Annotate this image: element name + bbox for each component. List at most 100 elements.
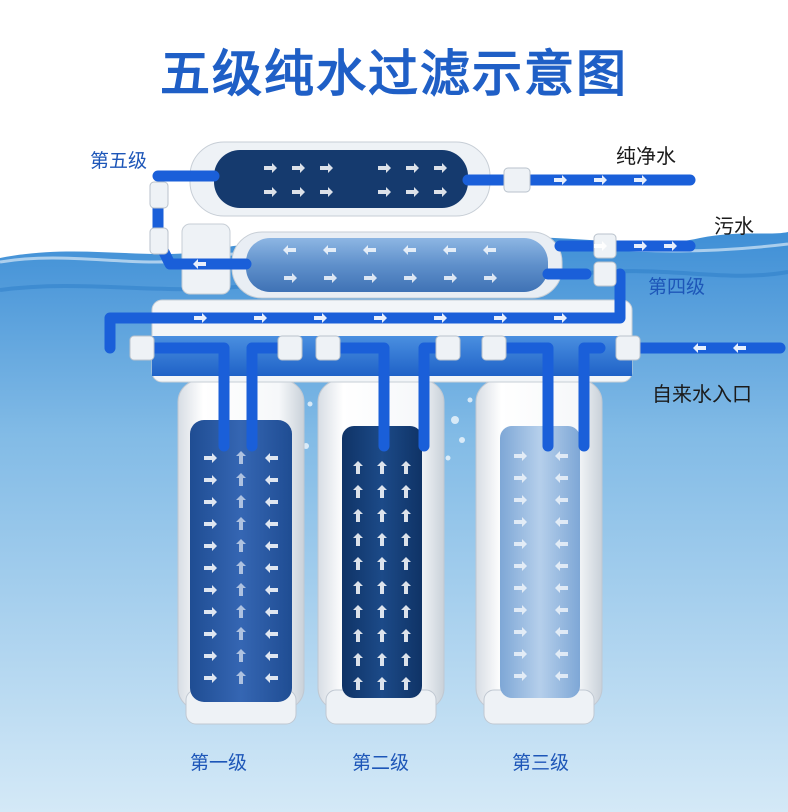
page-title: 五级纯水过滤示意图 [160, 45, 628, 103]
right-arrow-icon [378, 187, 391, 197]
right-arrow-icon [634, 241, 647, 251]
up-arrow-icon [236, 583, 246, 596]
right-arrow-icon [404, 273, 417, 283]
left-arrow-icon [193, 259, 206, 269]
up-arrow-icon [353, 485, 363, 498]
up-arrow-icon [377, 533, 387, 546]
up-arrow-icon [353, 629, 363, 642]
left-arrow-icon [363, 245, 376, 255]
up-arrow-icon [353, 605, 363, 618]
up-arrow-icon [377, 677, 387, 690]
right-arrow-icon [514, 583, 527, 593]
right-arrow-icon [204, 651, 217, 661]
label-stage2: 第二级 [352, 752, 410, 774]
stage3-filter [500, 426, 580, 698]
up-arrow-icon [353, 653, 363, 666]
right-arrow-icon [204, 607, 217, 617]
right-arrow-icon [514, 539, 527, 549]
label-stage3: 第三级 [512, 752, 570, 774]
left-arrow-icon [555, 583, 568, 593]
up-arrow-icon [353, 533, 363, 546]
left-arrow-icon [265, 607, 278, 617]
label-pure-water: 纯净水 [616, 144, 676, 168]
up-arrow-icon [401, 677, 411, 690]
right-arrow-icon [554, 175, 567, 185]
left-arrow-icon [555, 671, 568, 681]
left-arrow-icon [555, 517, 568, 527]
left-arrow-icon [555, 495, 568, 505]
right-arrow-icon [434, 313, 447, 323]
right-arrow-icon [594, 175, 607, 185]
up-arrow-icon [236, 561, 246, 574]
label-stage5: 第五级 [90, 150, 148, 172]
up-arrow-icon [377, 557, 387, 570]
up-arrow-icon [377, 653, 387, 666]
right-arrow-icon [204, 563, 217, 573]
up-arrow-icon [353, 557, 363, 570]
right-arrow-icon [514, 649, 527, 659]
left-arrow-icon [483, 245, 496, 255]
right-arrow-icon [284, 273, 297, 283]
right-arrow-icon [514, 517, 527, 527]
stage5-filter [214, 150, 468, 208]
left-arrow-icon [403, 245, 416, 255]
right-arrow-icon [254, 313, 267, 323]
stage4-membrane-housing [181, 223, 563, 299]
up-arrow-icon [401, 557, 411, 570]
left-arrow-icon [265, 651, 278, 661]
left-arrow-icon [265, 585, 278, 595]
left-arrow-icon [265, 475, 278, 485]
up-arrow-icon [353, 677, 363, 690]
right-arrow-icon [292, 187, 305, 197]
up-arrow-icon [236, 627, 246, 640]
right-arrow-icon [264, 187, 277, 197]
right-arrow-icon [264, 163, 277, 173]
left-arrow-icon [265, 629, 278, 639]
up-arrow-icon [401, 533, 411, 546]
label-stage1: 第一级 [190, 752, 248, 774]
label-stage4: 第四级 [648, 276, 706, 298]
right-arrow-icon [204, 585, 217, 595]
up-arrow-icon [236, 451, 246, 464]
left-arrow-icon [555, 473, 568, 483]
left-arrow-icon [265, 497, 278, 507]
right-arrow-icon [314, 313, 327, 323]
up-arrow-icon [377, 461, 387, 474]
right-arrow-icon [194, 313, 207, 323]
right-arrow-icon [514, 495, 527, 505]
up-arrow-icon [236, 517, 246, 530]
up-arrow-icon [401, 653, 411, 666]
left-arrow-icon [265, 541, 278, 551]
right-arrow-icon [514, 627, 527, 637]
right-arrow-icon [204, 453, 217, 463]
right-arrow-icon [204, 475, 217, 485]
right-arrow-icon [484, 273, 497, 283]
right-arrow-icon [406, 163, 419, 173]
up-arrow-icon [377, 605, 387, 618]
left-arrow-icon [555, 451, 568, 461]
right-arrow-icon [364, 273, 377, 283]
up-arrow-icon [401, 509, 411, 522]
flow-arrows [193, 163, 746, 690]
up-arrow-icon [236, 649, 246, 662]
up-arrow-icon [236, 495, 246, 508]
right-arrow-icon [554, 313, 567, 323]
left-arrow-icon [555, 561, 568, 571]
right-arrow-icon [594, 241, 607, 251]
right-arrow-icon [434, 187, 447, 197]
right-arrow-icon [514, 473, 527, 483]
up-arrow-icon [377, 581, 387, 594]
up-arrow-icon [353, 461, 363, 474]
right-arrow-icon [204, 673, 217, 683]
up-arrow-icon [401, 485, 411, 498]
right-arrow-icon [204, 629, 217, 639]
up-arrow-icon [401, 605, 411, 618]
label-waste-water: 污水 [714, 214, 754, 238]
right-arrow-icon [378, 163, 391, 173]
left-arrow-icon [555, 539, 568, 549]
right-arrow-icon [494, 313, 507, 323]
up-arrow-icon [377, 509, 387, 522]
up-arrow-icon [377, 485, 387, 498]
